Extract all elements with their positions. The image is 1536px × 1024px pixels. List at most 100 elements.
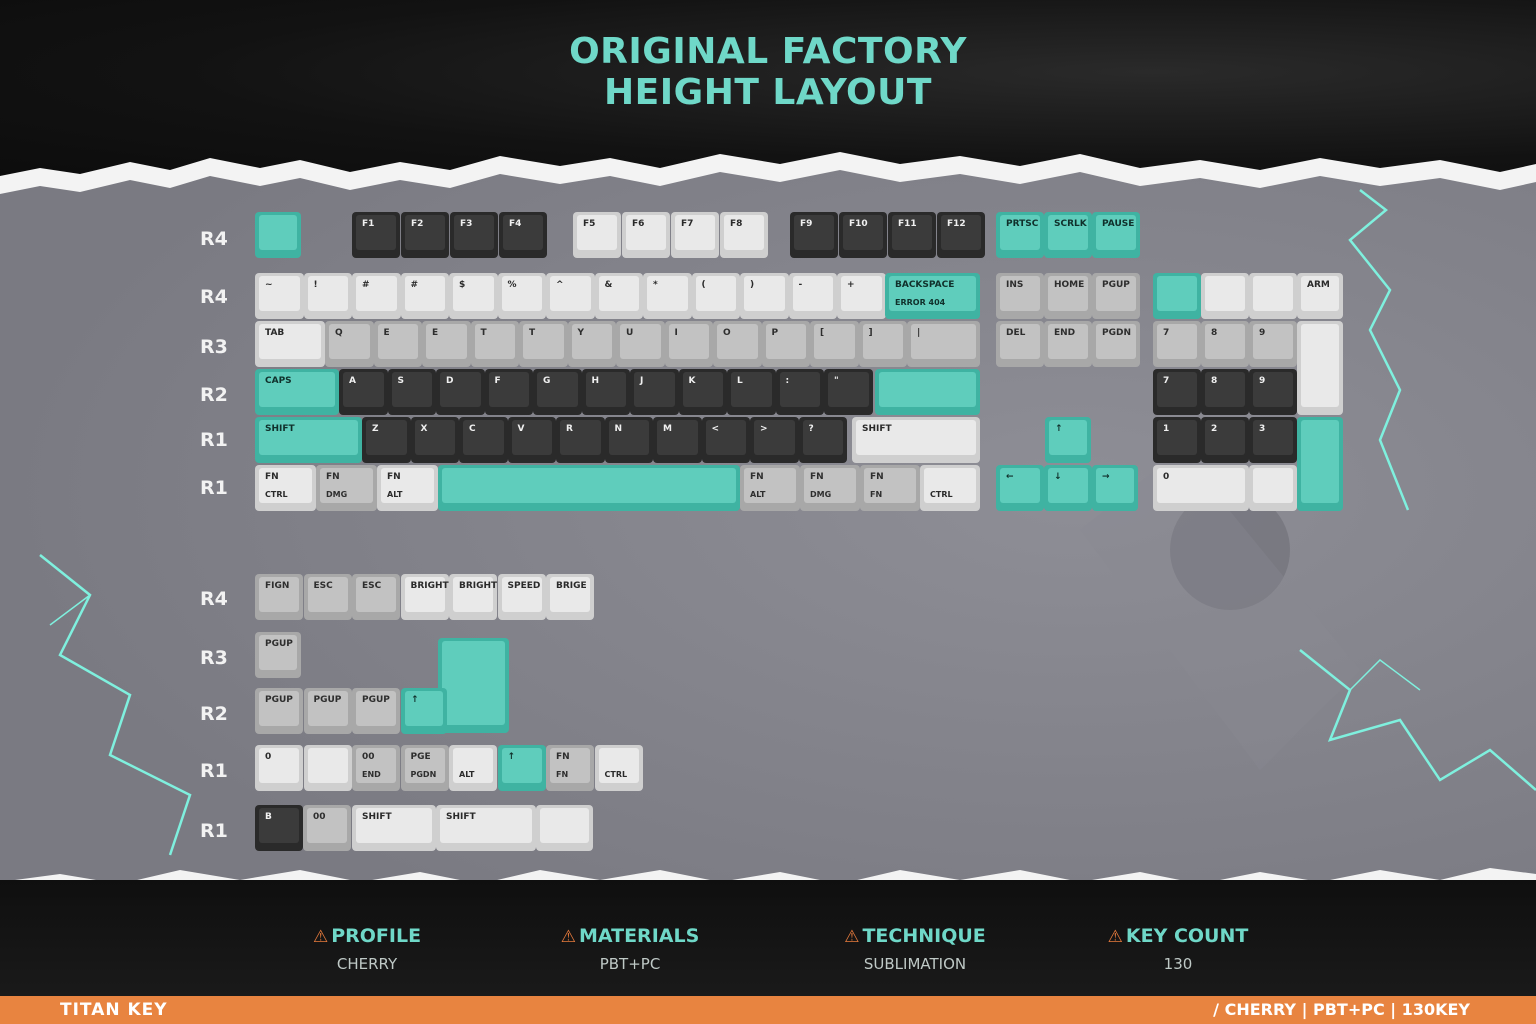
alpha-key: N: [604, 417, 653, 463]
keycap-legend: 9: [1259, 328, 1266, 338]
nav-key: PRTSC: [996, 212, 1044, 258]
extra-key: BRIGHT: [449, 574, 497, 620]
keycap-legend: ": [834, 376, 839, 386]
numpad-key: 2: [1201, 417, 1249, 463]
keycap-legend: |: [917, 328, 921, 338]
row-label: R1: [200, 820, 228, 842]
extra-shift-key: SHIFT: [436, 805, 536, 851]
alpha-key: ": [824, 369, 873, 415]
keycap-legend: 9: [1259, 376, 1266, 386]
alpha-key: T: [470, 321, 519, 367]
number-row-key: #: [400, 273, 449, 319]
keycap-sublegend: FN: [870, 490, 883, 499]
numpad-key: 8: [1201, 321, 1249, 367]
footer-bar: TITAN KEY / CHERRY | PBT+PC | 130KEY: [0, 996, 1536, 1024]
nav-key: DEL: [996, 321, 1044, 367]
keycap-legend: F10: [849, 219, 868, 229]
keycap-legend: Z: [372, 424, 379, 434]
warning-icon: ⚠: [312, 927, 329, 947]
keycap-legend: X: [420, 424, 428, 434]
keycap-legend: PGUP: [313, 695, 342, 705]
page-title-line-2: HEIGHT LAYOUT: [604, 72, 932, 113]
keycap-legend: PRTSC: [1006, 219, 1039, 229]
nav-key: PAUSE: [1092, 212, 1140, 258]
keycap-legend: Y: [577, 328, 585, 338]
keycap-legend: F2: [411, 219, 424, 229]
keycap-legend: T: [480, 328, 487, 338]
keycap-legend: ^: [556, 280, 564, 290]
spec-label: TECHNIQUE: [862, 925, 986, 947]
alpha-key: >: [750, 417, 799, 463]
keycap-legend: ←: [1006, 472, 1014, 482]
enter-key: [875, 369, 980, 415]
keycap-legend: ESC: [313, 581, 333, 591]
extra-key: FIGN: [255, 574, 303, 620]
numpad-enter-key: [1297, 417, 1343, 511]
keycap-legend: C: [469, 424, 476, 434]
extra-key: ALT: [449, 745, 497, 791]
keycap-legend: PGE: [410, 752, 431, 762]
keycap-legend: F11: [898, 219, 917, 229]
caps-lock-key: CAPS: [255, 369, 339, 415]
keycap-sublegend: DMG: [810, 490, 832, 499]
extra-key: PGUP: [255, 632, 301, 678]
numpad-key: 7: [1153, 369, 1201, 415]
keycap-legend: P: [771, 328, 779, 338]
keycap-legend: ↑: [507, 752, 516, 762]
keycap-legend: #: [410, 280, 419, 290]
keycap-legend: F3: [460, 219, 473, 229]
keycap-legend: %: [507, 280, 517, 290]
spec-value: CHERRY: [336, 955, 398, 973]
function-key: F9: [790, 212, 838, 258]
keycap-legend: SHIFT: [265, 424, 295, 434]
row-label: R1: [200, 477, 228, 499]
keycap-legend: [: [820, 328, 825, 338]
alpha-key: O: [713, 321, 762, 367]
function-key: F8: [720, 212, 768, 258]
extra-key: SPEED: [497, 574, 546, 620]
keycap-legend: ↑: [411, 695, 419, 705]
keycap-legend: 3: [1259, 424, 1266, 434]
keycap-legend: #: [362, 280, 370, 290]
number-row-key: (: [691, 273, 740, 319]
alpha-key: E: [373, 321, 422, 367]
keycap-legend: F6: [632, 219, 645, 229]
alpha-key: T: [519, 321, 568, 367]
keycap-legend: ↓: [1054, 472, 1062, 482]
numpad-key: 9: [1249, 321, 1297, 367]
page-title-line-1: ORIGINAL FACTORY: [569, 31, 967, 72]
alpha-key: K: [678, 369, 727, 415]
extra-key: CTRL: [594, 745, 643, 791]
keycap-legend: 00: [313, 812, 326, 822]
spec-label: MATERIALS: [578, 925, 700, 947]
extra-key: ↑: [497, 745, 546, 791]
number-row-key: -: [788, 273, 837, 319]
alpha-key: H: [581, 369, 630, 415]
row-label: R1: [200, 429, 228, 451]
keycap-legend: 1: [1163, 424, 1170, 434]
keycap-legend: FN: [265, 472, 279, 482]
alpha-key: F: [484, 369, 533, 415]
alpha-key: ?: [798, 417, 847, 463]
extra-key: [536, 805, 593, 851]
warning-icon: ⚠: [1107, 927, 1123, 947]
arrow-key: ←: [996, 465, 1044, 511]
row-label: R4: [200, 588, 228, 610]
keycap-sublegend: ALT: [459, 770, 475, 779]
alpha-key: J: [630, 369, 679, 415]
keycap-legend: L: [737, 376, 743, 386]
keycap-sublegend: CTRL: [930, 490, 953, 499]
spec-technique: ⚠TECHNIQUE SUBLIMATION: [800, 925, 1030, 974]
keycap-legend: FIGN: [265, 581, 290, 591]
row-label: R2: [200, 703, 228, 725]
header-background: [0, 0, 1536, 180]
extra-key: BRIGE: [546, 574, 594, 620]
keycap-legend: ↑: [1055, 424, 1063, 434]
alpha-key: X: [410, 417, 459, 463]
alpha-key: M: [653, 417, 702, 463]
